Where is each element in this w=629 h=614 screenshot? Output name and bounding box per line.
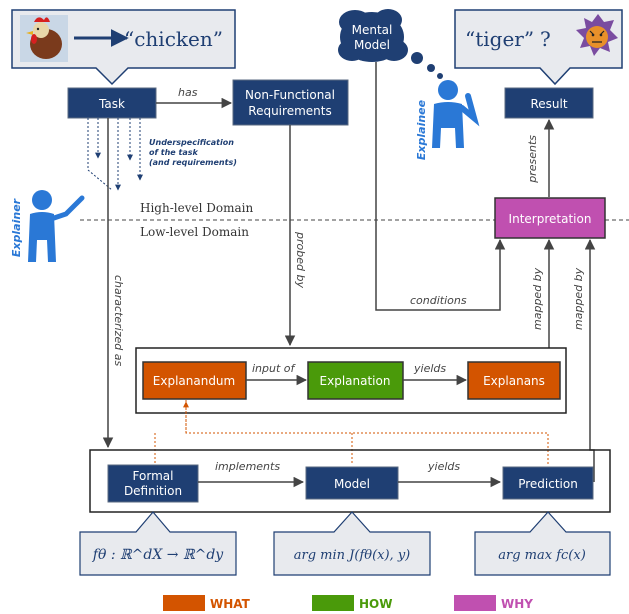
formal-definition-node: Formal Definition xyxy=(107,464,199,503)
explanation-node: Explanation xyxy=(307,361,404,400)
prediction-formula-callout: arg max fc(x) xyxy=(474,511,611,576)
explainer-label: Explainer xyxy=(10,198,23,257)
model-label: Model xyxy=(334,477,370,491)
underspec-line2: of the task xyxy=(149,148,198,157)
model-node: Model xyxy=(305,466,399,500)
nfr-line1: Non-Functional xyxy=(245,88,335,102)
tiger-label: “tiger” xyxy=(465,27,534,51)
high-level-domain-label: High-level Domain xyxy=(140,201,253,215)
legend-how-swatch xyxy=(312,595,354,611)
formal-formula: fθ : ℝ^dX → ℝ^dy xyxy=(92,547,224,563)
underspec-line3: (and requirements) xyxy=(149,158,237,167)
model-formula: arg min J(fθ(x), y) xyxy=(294,548,411,563)
legend-why-swatch xyxy=(454,595,496,611)
question-mark: ? xyxy=(540,27,551,51)
formal-line2: Definition xyxy=(124,484,182,498)
interpretation-node: Interpretation xyxy=(494,197,606,239)
mapped-by-label-1: mapped by xyxy=(531,267,544,330)
mental-model-line1: Mental xyxy=(352,23,393,37)
legend-what-swatch xyxy=(163,595,205,611)
formal-line1: Formal xyxy=(133,469,174,483)
explanation-label: Explanation xyxy=(320,374,391,388)
probed-by-label: probed by xyxy=(294,231,307,288)
explanans-node: Explanans xyxy=(467,361,561,400)
explanation-container xyxy=(135,347,567,414)
yields-label-2: yields xyxy=(427,460,460,473)
nfr-node: Non-Functional Requirements xyxy=(232,79,349,126)
underspec-line1: Underspecification xyxy=(149,138,234,147)
task-label: Task xyxy=(98,97,125,111)
legend-what-label: WHAT xyxy=(210,597,251,611)
prediction-formula: arg max fc(x) xyxy=(498,548,586,563)
explainee-figure: Explainee xyxy=(415,80,480,160)
rooster-image xyxy=(20,15,68,62)
model-formula-callout: arg min J(fθ(x), y) xyxy=(273,511,431,576)
legend-why-label: WHY xyxy=(501,597,533,611)
explanandum-node: Explanandum xyxy=(142,361,247,400)
chicken-callout: “chicken” xyxy=(11,9,236,86)
presents-label: presents xyxy=(526,135,539,184)
task-node: Task xyxy=(67,87,157,119)
conditions-label: conditions xyxy=(410,294,467,307)
underspecification-arrows xyxy=(87,118,143,191)
legend: WHAT HOW WHY xyxy=(163,595,533,611)
prediction-label: Prediction xyxy=(518,477,578,491)
implements-label: implements xyxy=(215,460,280,473)
chicken-label: “chicken” xyxy=(124,27,223,51)
explanandum-label: Explanandum xyxy=(153,374,235,388)
what-dotted-connector xyxy=(185,400,549,464)
mapped-by-label-2: mapped by xyxy=(572,267,585,330)
input-of-label: input of xyxy=(252,362,297,375)
conditions-arrow xyxy=(375,62,506,311)
tiger-image xyxy=(576,14,618,56)
nfr-line2: Requirements xyxy=(248,104,331,118)
interpretation-label: Interpretation xyxy=(509,212,592,226)
explanans-label: Explanans xyxy=(483,374,545,388)
low-level-domain-label: Low-level Domain xyxy=(140,225,249,239)
result-label: Result xyxy=(530,97,567,111)
legend-how-label: HOW xyxy=(359,597,392,611)
result-node: Result xyxy=(504,87,594,119)
has-label: has xyxy=(178,86,198,99)
explainee-label: Explainee xyxy=(415,99,428,160)
tiger-callout: “tiger” ? xyxy=(454,9,623,86)
model-container xyxy=(89,449,611,513)
mapped-by-arrow-2 xyxy=(584,238,596,482)
mental-model-line2: Model xyxy=(354,38,390,52)
mental-model-cloud: Mental Model xyxy=(338,9,443,79)
yields-label-1: yields xyxy=(413,362,446,375)
formal-formula-callout: fθ : ℝ^dX → ℝ^dy xyxy=(79,511,237,576)
explainer-figure: Explainer xyxy=(10,190,85,262)
characterized-as-label: characterized as xyxy=(112,275,125,366)
prediction-node: Prediction xyxy=(502,466,594,500)
